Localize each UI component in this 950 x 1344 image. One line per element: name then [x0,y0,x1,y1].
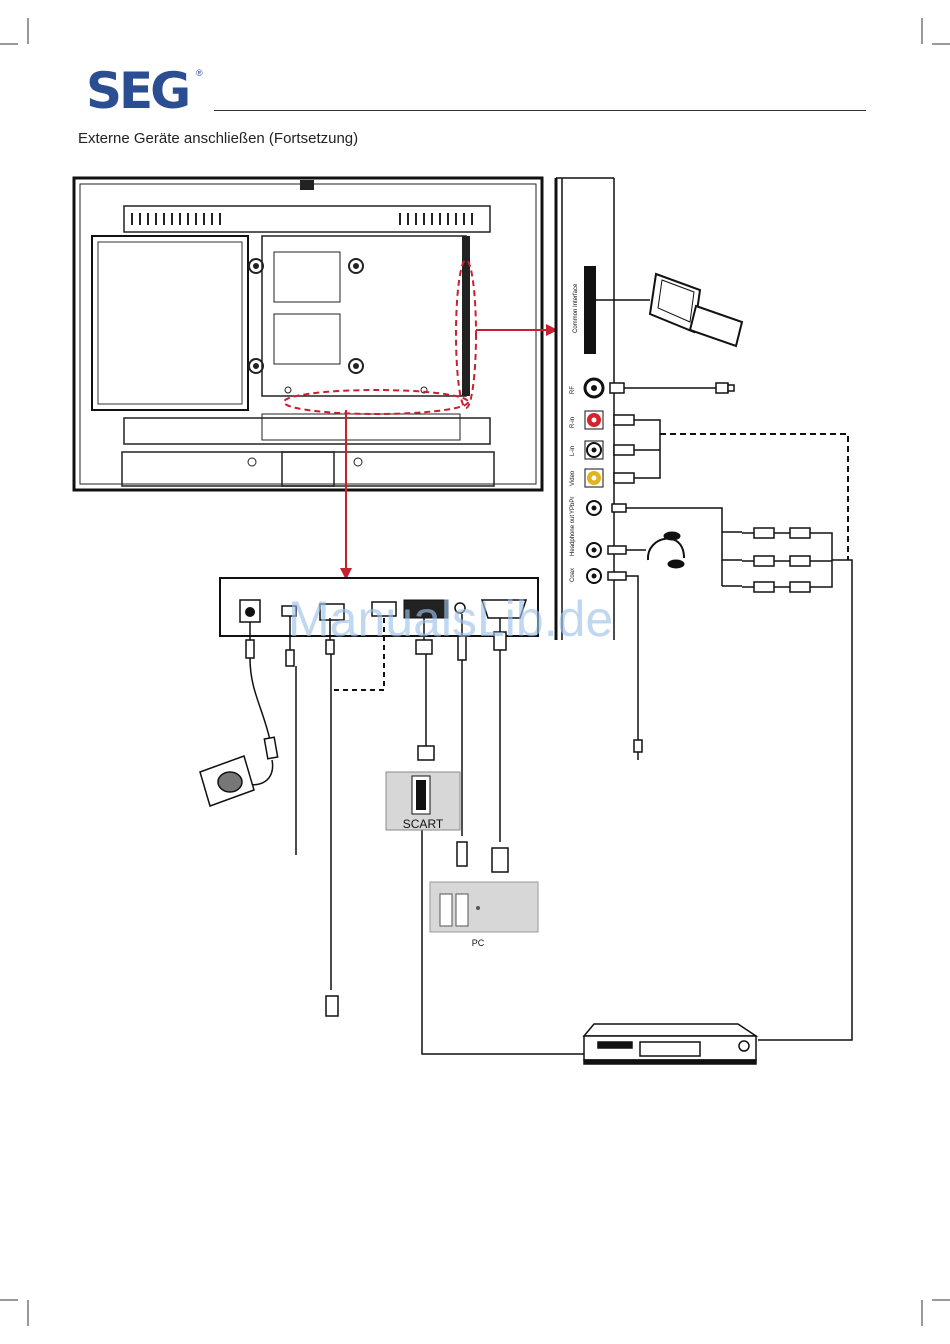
label-common-interface: Common Interface [573,283,579,333]
label-coax: Coax [570,568,576,582]
label-ypbpr: YPbPr [570,497,576,514]
pc-icon [430,882,538,932]
side-jacks [585,379,603,583]
power-socket-icon [200,756,254,806]
tv-rear-view [74,178,542,490]
av-cables [612,415,832,592]
label-headphone-out: Headphone out [570,515,576,556]
dvd-player-icon [584,1024,756,1064]
scart-label: SCART [403,817,444,831]
bottom-cables [240,614,584,1054]
dashed-audio-link [660,434,848,560]
rf-cable [610,383,734,393]
label-video: Video [570,470,576,486]
label-rf: RF [570,386,576,394]
dvd-av-cable [758,560,852,1040]
pc-label: PC [472,938,485,948]
headphones-icon [608,532,684,568]
ci-card-icon [650,274,742,346]
watermark: ManualsLib.de [288,591,613,647]
label-l-in: L-in [570,446,576,456]
label-r-in: R-in [570,417,576,428]
